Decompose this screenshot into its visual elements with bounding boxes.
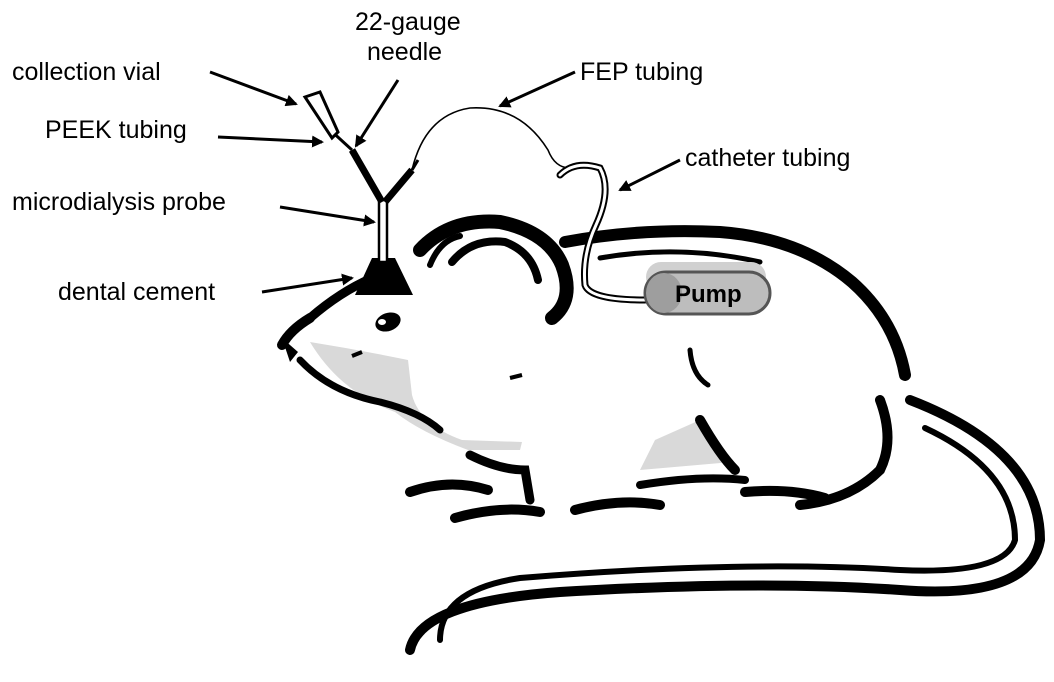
belly-mark (510, 375, 522, 378)
label-catheter-tubing: catheter tubing (685, 144, 850, 172)
back-inner (600, 252, 760, 262)
collection-vial (305, 92, 338, 138)
pump-label: Pump (675, 281, 742, 308)
hind-paw-2 (640, 478, 745, 485)
arrow-collection-vial (210, 72, 296, 104)
arrow-peek-tubing (218, 137, 322, 142)
ear-inner (452, 241, 538, 280)
chest-shading (310, 342, 522, 450)
probe-y-right (385, 170, 412, 202)
microdialysis-probe (379, 200, 387, 262)
label-22-gauge: 22-gauge (355, 8, 461, 36)
fep-tubing-line (412, 108, 570, 170)
label-peek-tubing: PEEK tubing (45, 116, 187, 144)
front-leg (470, 455, 530, 500)
arrow-22-gauge-needle (356, 80, 398, 146)
label-fep-tubing: FEP tubing (580, 58, 703, 86)
label-dental-cement: dental cement (58, 278, 215, 306)
front-paw-2 (455, 510, 540, 518)
eye (373, 309, 404, 335)
ear-outer (420, 222, 567, 318)
hind-paw-1 (575, 502, 660, 510)
dental-cement (355, 258, 413, 295)
probe-y-left (352, 150, 382, 202)
arrow-catheter-tubing (620, 160, 680, 190)
eye-highlight (378, 319, 386, 325)
arrow-microdialysis-probe (280, 207, 374, 222)
arrow-dental-cement (262, 278, 352, 292)
haunch-outline (800, 400, 888, 505)
arrow-fep-tubing (500, 72, 575, 106)
callout-arrows (210, 72, 680, 292)
hind-paw-3 (745, 491, 825, 498)
haunch-inner (690, 350, 708, 385)
label-microdialysis-probe: microdialysis probe (12, 188, 226, 216)
snout-outline (282, 318, 310, 345)
label-collection-vial: collection vial (12, 58, 161, 86)
label-needle: needle (367, 38, 442, 66)
front-paw-1 (410, 484, 488, 492)
